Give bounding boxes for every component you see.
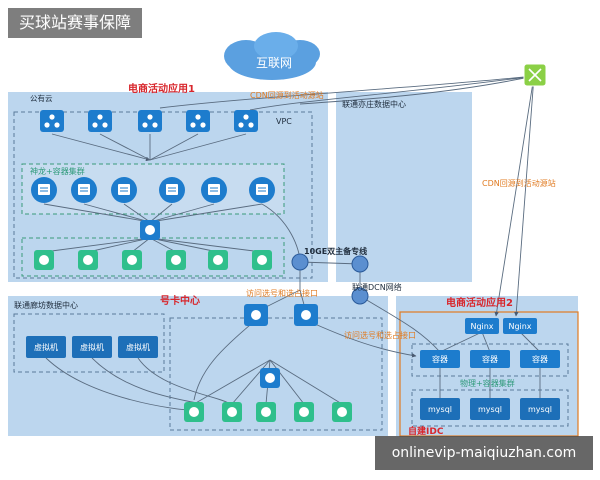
cluster1-node-row [31,177,275,203]
pod-icon [122,250,142,270]
cluster2-label: 物理+容器集群 [460,378,515,388]
vpc-node-row [40,110,258,132]
nginx-row: Nginx Nginx [465,318,537,334]
pod-icon [222,402,242,422]
cluster1-label: 神龙+容器集群 [30,166,85,176]
vm-box: 虚拟机 [72,336,112,358]
pod-icon [34,250,54,270]
access2-label: 访问选号和选占接口 [344,330,416,340]
link-node-right-top [351,255,369,273]
vm-group [13,313,165,373]
number-center-node-1 [244,304,268,326]
pod-icon [252,250,272,270]
mysql-box: mysql [470,398,510,420]
yizhuang-label: 联通亦庄数据中心 [342,99,406,109]
yizhuang-region [336,92,472,282]
vpc-node-icon [186,110,210,132]
cloud-server-icon [31,177,57,203]
nginx-box: Nginx [503,318,537,334]
pod-icon [294,402,314,422]
vm-box-label: 虚拟机 [34,342,58,352]
cluster2-hub-icon [260,368,280,388]
number-center-node-2 [294,304,318,326]
langfang-pod-row [184,402,352,422]
self-idc-label: 自建IDC [408,425,444,437]
public-cloud-label: 公有云 [30,93,53,103]
mysql-box-label: mysql [528,405,552,414]
link-node-left-top [291,253,309,271]
cloud-server-icon [201,177,227,203]
vm-box: 虚拟机 [118,336,158,358]
cluster1-hub-icon [140,220,160,240]
container-box: 容器 [520,350,560,368]
app1-label: 电商活动应用1 [128,82,195,95]
vpc-node-icon [88,110,112,132]
container-box-label: 容器 [432,354,448,364]
link-node-right-mid [351,287,369,305]
source-badge: 买球站赛事保障 [8,8,142,38]
mysql-box-label: mysql [478,405,502,414]
vm-box-label: 虚拟机 [126,342,150,352]
container-box: 容器 [470,350,510,368]
number-center-label: 号卡中心 [160,294,200,307]
container-box-label: 容器 [532,354,548,364]
mysql-box-label: mysql [428,405,452,414]
langfang-label: 联通廊坊数据中心 [14,300,78,310]
cdn-top-label: CDN回源到活动源站 [250,90,324,100]
cloud-server-icon [159,177,185,203]
nginx-box: Nginx [465,318,499,334]
vpc-group [13,111,313,279]
cloud-server-icon [111,177,137,203]
cluster1-group [21,163,285,215]
mysql-box: mysql [520,398,560,420]
green-pod-group [21,237,285,277]
internet-cloud-icon [224,32,320,80]
mysql-row: mysql mysql mysql [420,398,560,420]
nginx-box-label: Nginx [508,322,531,331]
app2-label: 电商活动应用2 [446,296,513,309]
pod-icon [78,250,98,270]
vm-row: 虚拟机 虚拟机 虚拟机 [26,336,158,358]
langfang-pod-group [169,317,383,431]
router-icon [523,63,547,87]
vm-box: 虚拟机 [26,336,66,358]
pod-icon [332,402,352,422]
line-10ge-label: 10GE双主备专线 [304,246,367,256]
container-box-label: 容器 [482,354,498,364]
vpc-label: VPC [276,117,292,126]
pod-icon [166,250,186,270]
pod-icon [208,250,228,270]
access1-label: 访问选号和选占接口 [246,288,318,298]
watermark: onlinevip-maiqiuzhan.com [375,436,593,470]
vpc-node-icon [40,110,64,132]
cloud-server-icon [71,177,97,203]
vpc-node-icon [234,110,258,132]
container-row: 容器 容器 容器 [420,350,560,368]
pod-icon [184,402,204,422]
pod-icon [256,402,276,422]
internet-label: 互联网 [256,56,292,70]
vm-box-label: 虚拟机 [80,342,104,352]
cdn-right-label: CDN回源到活动源站 [482,178,556,188]
vpc-node-icon [138,110,162,132]
dcn-label: 联通DCN网络 [352,282,402,292]
container-box: 容器 [420,350,460,368]
nginx-box-label: Nginx [470,322,493,331]
green-pod-row [34,250,272,270]
mysql-box: mysql [420,398,460,420]
cloud-server-icon [249,177,275,203]
